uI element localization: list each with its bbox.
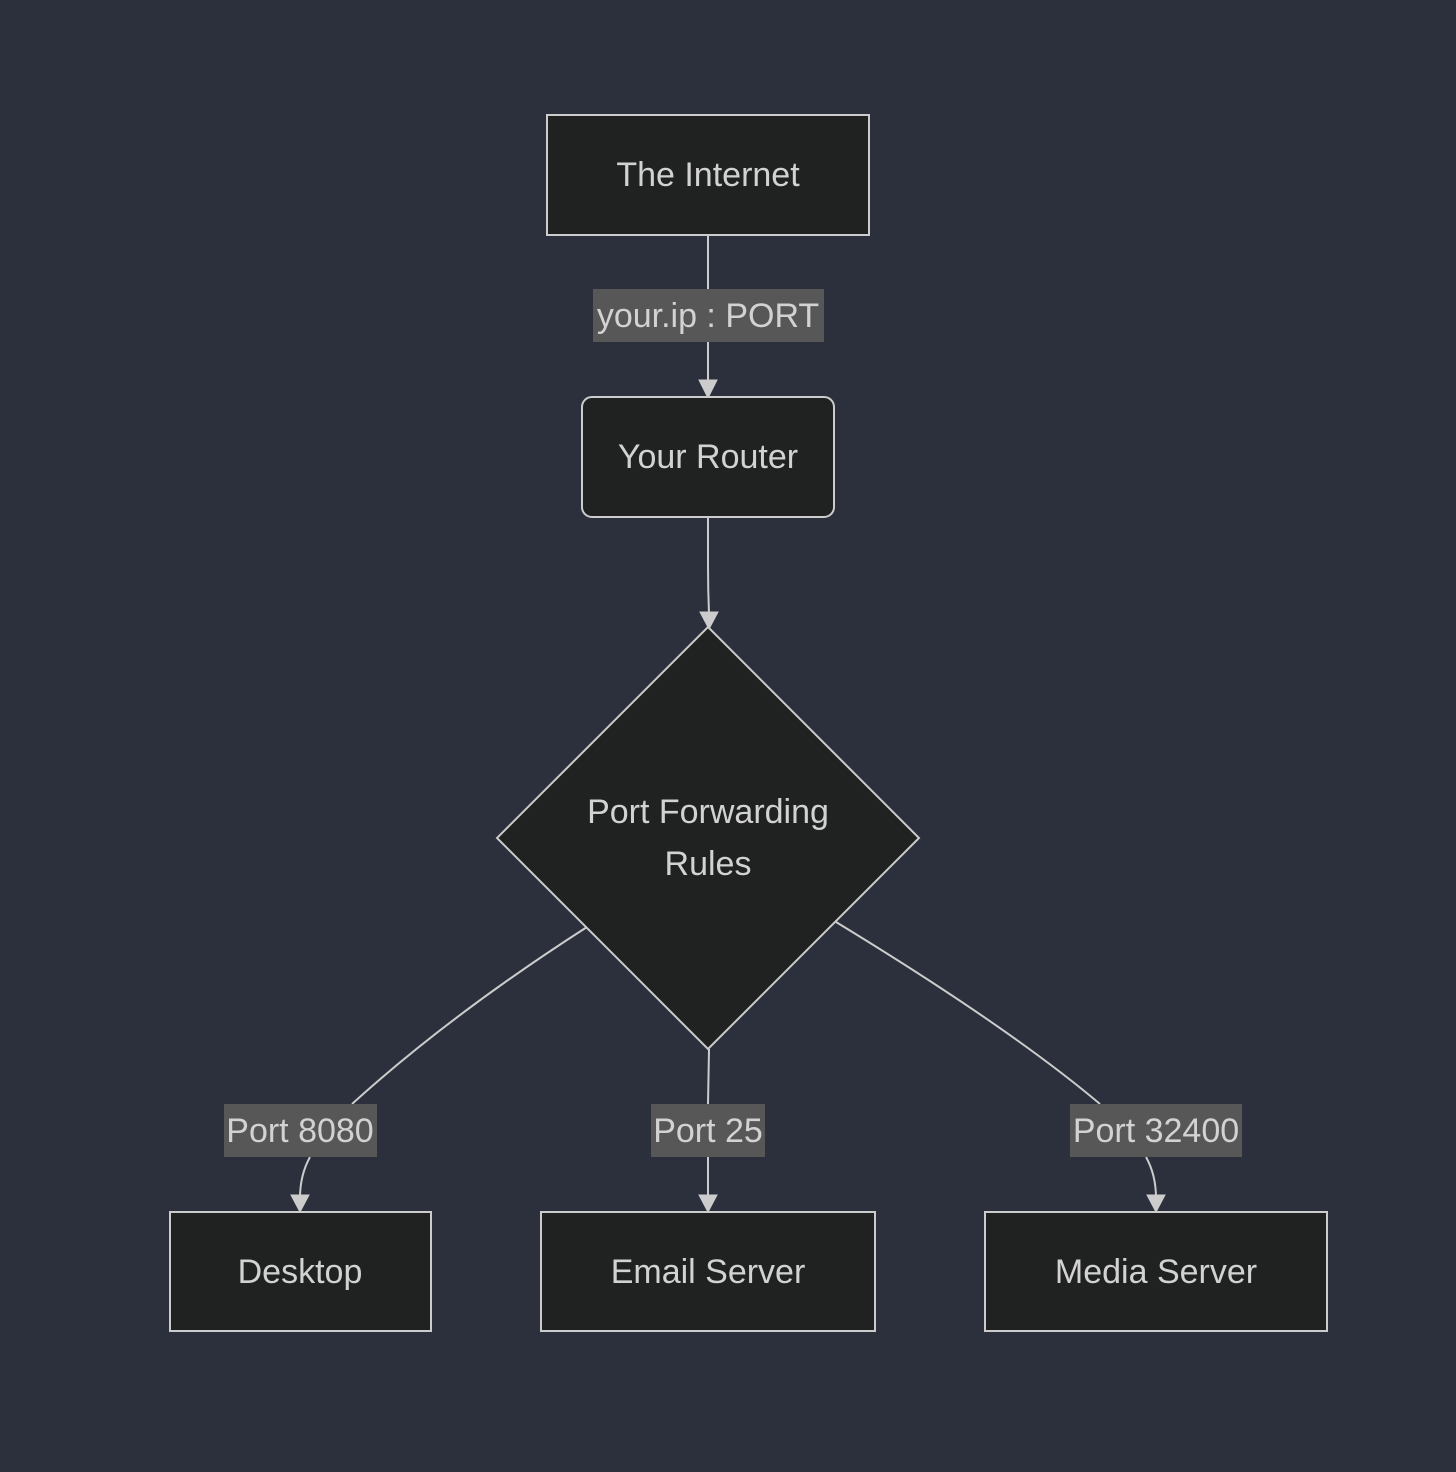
node-box	[984, 1211, 1328, 1332]
edge-label-text: Port 8080	[226, 1112, 373, 1150]
node-desktop: Desktop	[169, 1211, 432, 1332]
node-email-server: Email Server	[540, 1211, 876, 1332]
node-internet: The Internet	[546, 114, 870, 236]
arrow-head-icon	[290, 1194, 310, 1214]
node-box	[581, 396, 835, 518]
node-port-forwarding-rules: Port Forwarding Rules	[495, 625, 921, 1051]
edge-label-port-32400: Port 32400	[1070, 1104, 1242, 1157]
node-media-server: Media Server	[984, 1211, 1328, 1332]
node-label: Your Router	[618, 438, 798, 476]
node-label: Media Server	[1055, 1253, 1257, 1291]
edge-line	[299, 926, 588, 1199]
edge-line	[835, 921, 1157, 1199]
node-box	[546, 114, 870, 236]
edge-router-to-rules	[699, 517, 719, 631]
edge-label-text: Port 32400	[1073, 1112, 1239, 1150]
edge-rules-to-media	[835, 921, 1166, 1214]
edge-rules-to-desktop	[290, 926, 588, 1214]
node-label-line-1: Port Forwarding	[587, 793, 829, 831]
edge-rules-to-email	[698, 1048, 718, 1214]
node-label: Desktop	[238, 1253, 363, 1291]
edge-label-port-8080: Port 8080	[224, 1104, 377, 1157]
edge-label-port-25: Port 25	[651, 1104, 765, 1157]
decision-diamond	[495, 625, 921, 1051]
arrow-head-icon	[699, 611, 719, 631]
edge-line	[707, 1048, 710, 1198]
node-label: Email Server	[611, 1253, 806, 1291]
node-box	[540, 1211, 876, 1332]
edge-label-your-ip-port: your.ip : PORT	[593, 289, 824, 342]
node-label-line-2: Rules	[665, 845, 752, 883]
arrow-head-icon	[1146, 1194, 1166, 1214]
edge-label-text: your.ip : PORT	[597, 297, 819, 335]
node-box	[169, 1211, 432, 1332]
edge-line	[707, 517, 710, 615]
edge-label-background	[224, 1104, 377, 1157]
edge-label-text: Port 25	[653, 1112, 763, 1150]
edge-label-background	[651, 1104, 765, 1157]
edge-label-background	[593, 289, 824, 342]
node-label: The Internet	[616, 156, 800, 194]
arrow-head-icon	[698, 379, 718, 400]
edge-label-background	[1070, 1104, 1242, 1157]
node-router: Your Router	[581, 396, 835, 518]
arrow-head-icon	[698, 1194, 718, 1214]
